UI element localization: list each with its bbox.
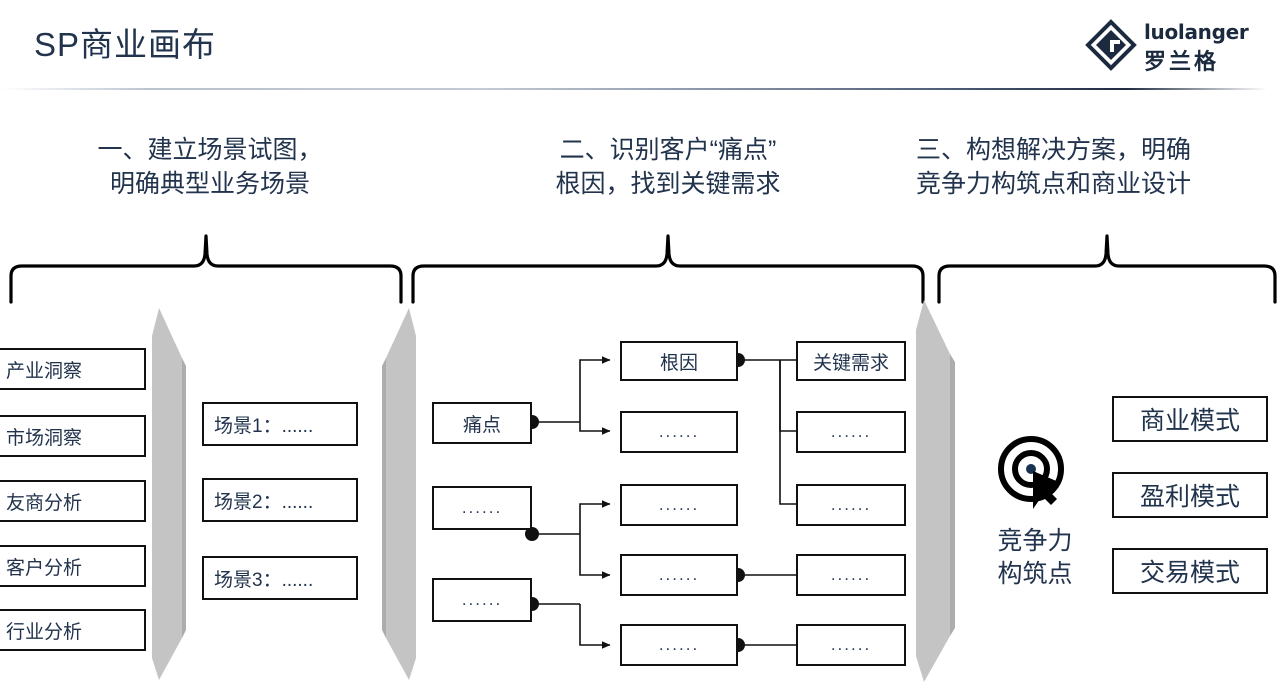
keyneed-box[interactable]: ......: [796, 624, 906, 666]
diamond-logo-icon: [1085, 19, 1137, 71]
scenario-box[interactable]: 场景2：......: [202, 478, 358, 522]
target-cursor-icon: [993, 433, 1073, 513]
insight-box[interactable]: 行业分析: [0, 609, 146, 651]
model-box-transaction[interactable]: 交易模式: [1112, 548, 1268, 594]
painpoint-box[interactable]: ......: [432, 578, 532, 622]
scenario-box[interactable]: 场景1：......: [202, 402, 358, 446]
rootcause-box[interactable]: ......: [620, 554, 738, 596]
keyneed-box[interactable]: ......: [796, 411, 906, 453]
page-title: SP商业画布: [34, 26, 217, 63]
model-box-business[interactable]: 商业模式: [1112, 396, 1268, 442]
insight-box[interactable]: 友商分析: [0, 480, 146, 522]
competitiveness-label: 竞争力 构筑点: [997, 527, 1073, 588]
rootcause-box[interactable]: ......: [620, 411, 738, 453]
logo-text-en: luolanger: [1144, 20, 1249, 44]
painpoint-box[interactable]: ......: [432, 486, 532, 530]
section-heading-solution: 三、构想解决方案，明确 竞争力构筑点和商业设计: [916, 136, 1192, 198]
fold-divider-3: [916, 300, 960, 682]
brace-section-2: [410, 234, 926, 304]
brace-section-3: [936, 234, 1278, 304]
model-box-profit[interactable]: 盈利模式: [1112, 472, 1268, 518]
rootcause-box[interactable]: ......: [620, 484, 738, 526]
painpoint-box[interactable]: 痛点: [432, 402, 532, 444]
scenario-box[interactable]: 场景3：......: [202, 556, 358, 600]
section-heading-scenario: 一、建立场景试图， 明确典型业务场景: [97, 136, 323, 198]
brace-section-1: [8, 234, 404, 304]
insight-box[interactable]: 产业洞察: [0, 348, 146, 390]
keyneed-box[interactable]: ......: [796, 554, 906, 596]
rootcause-box[interactable]: ......: [620, 624, 738, 666]
logo-text-cn: 罗兰格: [1144, 49, 1220, 74]
brand-logo: luolanger 罗兰格: [1085, 14, 1272, 76]
insight-box[interactable]: 市场洞察: [0, 415, 146, 457]
keyneed-box[interactable]: 关键需求: [796, 341, 906, 381]
rootcause-box[interactable]: 根因: [620, 341, 738, 381]
fold-divider-2: [376, 308, 416, 680]
keyneed-box[interactable]: ......: [796, 484, 906, 526]
fold-divider-1: [152, 308, 192, 680]
section-heading-painpoint: 二、识别客户“痛点” 根因，找到关键需求: [555, 136, 781, 198]
header-divider: [0, 88, 1280, 90]
insight-box[interactable]: 客户分析: [0, 545, 146, 587]
